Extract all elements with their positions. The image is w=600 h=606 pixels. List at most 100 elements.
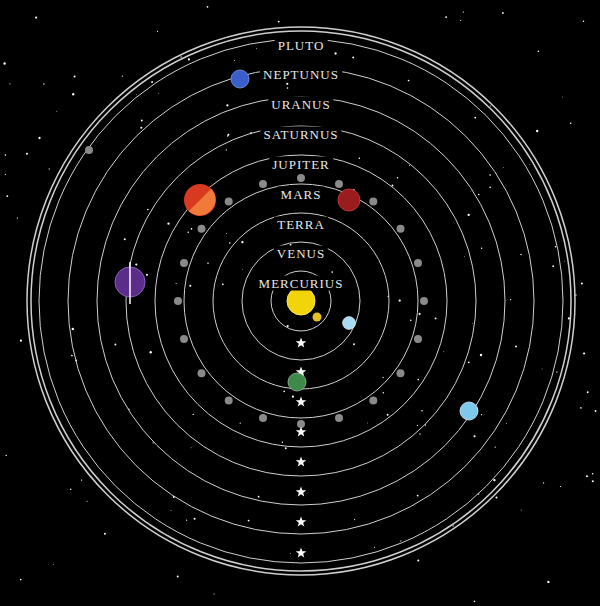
background-star <box>583 21 584 22</box>
background-star <box>463 11 464 12</box>
background-star <box>592 480 594 482</box>
background-star <box>227 135 228 136</box>
background-star <box>9 83 10 84</box>
background-stars <box>3 6 596 602</box>
background-star <box>468 361 470 363</box>
background-star <box>502 167 504 169</box>
background-star <box>20 340 22 342</box>
background-star <box>176 283 177 284</box>
belt-dot <box>420 297 428 305</box>
uranus <box>460 402 478 420</box>
background-star <box>6 455 7 456</box>
star-mark <box>296 457 306 467</box>
background-star <box>354 519 355 520</box>
background-star <box>20 579 22 581</box>
planet-label: URANUS <box>268 97 333 112</box>
background-star <box>114 344 116 346</box>
planet-label: MARS <box>278 187 325 202</box>
background-star <box>367 422 369 424</box>
belt-dot <box>225 397 233 405</box>
belt-dot <box>414 259 422 267</box>
background-star <box>560 486 561 487</box>
background-star <box>408 80 410 82</box>
background-star <box>334 52 336 54</box>
mars <box>338 189 360 211</box>
orbits <box>27 27 575 575</box>
background-star <box>229 242 230 243</box>
background-star <box>474 117 476 119</box>
background-star <box>158 92 160 94</box>
background-star <box>81 479 82 480</box>
pluto <box>85 146 93 154</box>
background-star <box>536 130 538 132</box>
background-star <box>226 104 228 106</box>
background-star <box>140 127 142 129</box>
belt-dot <box>259 180 267 188</box>
belt-dot <box>335 414 343 422</box>
background-star <box>595 410 597 412</box>
planet-label: SATURNUS <box>260 127 341 142</box>
background-star <box>207 262 209 264</box>
background-star <box>287 87 289 89</box>
background-star <box>419 433 420 434</box>
background-star <box>187 232 188 233</box>
background-star <box>556 371 557 372</box>
background-star <box>258 496 260 498</box>
background-star <box>409 165 410 166</box>
background-star <box>353 343 355 345</box>
background-star <box>397 177 399 179</box>
background-star <box>435 317 437 319</box>
background-star <box>417 379 419 381</box>
background-star <box>72 93 74 95</box>
background-star <box>581 283 583 285</box>
planet-label: NEPTUNUS <box>260 67 342 82</box>
background-star <box>452 525 453 526</box>
background-star <box>489 174 491 176</box>
background-star <box>248 520 250 522</box>
background-star <box>194 518 196 520</box>
background-star <box>170 509 172 511</box>
venus <box>343 317 356 330</box>
star-mark <box>296 487 306 497</box>
belt-dot <box>225 198 233 206</box>
background-star <box>399 299 401 301</box>
background-star <box>502 12 504 14</box>
belt-dot <box>198 225 206 233</box>
background-star <box>52 563 54 565</box>
background-star <box>506 423 508 425</box>
star-mark <box>296 338 306 348</box>
earth <box>288 373 306 391</box>
background-star <box>463 256 465 258</box>
background-star <box>177 576 179 578</box>
background-star <box>555 246 557 248</box>
background-star <box>474 600 476 602</box>
background-star <box>56 110 58 112</box>
background-star <box>400 540 401 541</box>
background-star <box>87 501 88 502</box>
background-star <box>520 254 521 255</box>
background-star <box>472 323 474 325</box>
background-star <box>443 351 445 353</box>
background-star <box>292 396 294 398</box>
background-star <box>256 48 258 50</box>
background-star <box>283 391 285 393</box>
background-star <box>38 137 40 139</box>
background-star <box>278 21 280 23</box>
background-star <box>552 265 554 267</box>
background-star <box>445 16 447 18</box>
belt-dot <box>369 198 377 206</box>
background-star <box>226 149 227 150</box>
sun <box>287 287 315 315</box>
background-star <box>104 533 106 535</box>
planet-label: MERCURIUS <box>256 276 347 291</box>
star-mark <box>296 427 306 437</box>
background-star <box>352 57 354 59</box>
background-star <box>374 547 375 548</box>
belt-dot <box>174 297 182 305</box>
belt-dot <box>198 369 206 377</box>
background-star <box>359 157 361 159</box>
background-star <box>417 559 419 561</box>
background-star <box>495 446 496 447</box>
